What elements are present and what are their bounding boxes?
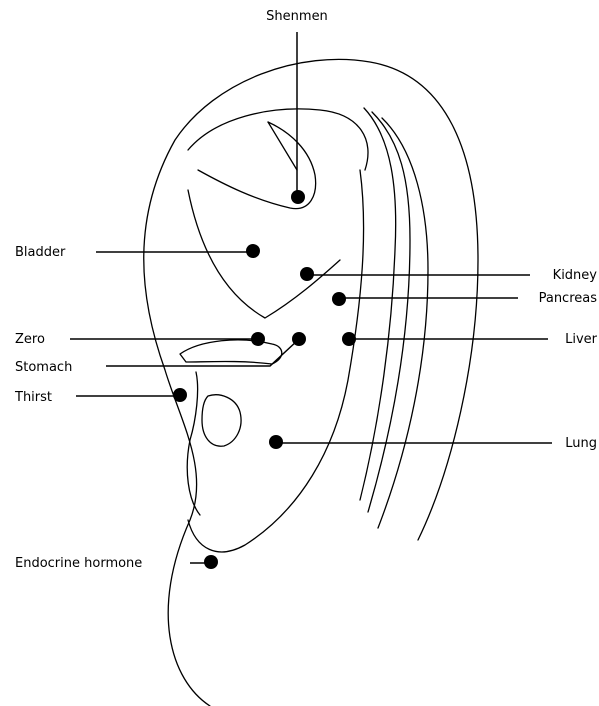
kidney-label: Kidney xyxy=(553,268,598,283)
endocrine-label: Endocrine hormone xyxy=(15,556,142,571)
antitragus xyxy=(187,372,200,515)
liver-label: Liver xyxy=(565,332,598,347)
stomach-label: Stomach xyxy=(15,360,72,375)
pancreas-point xyxy=(332,292,346,306)
shenmen-label: Shenmen xyxy=(266,9,328,24)
thirst-label: Thirst xyxy=(14,390,52,405)
antihelix xyxy=(188,190,340,318)
shenmen-point xyxy=(291,190,305,204)
lung-point xyxy=(269,435,283,449)
thirst-point xyxy=(173,388,187,402)
inner-helix-rim xyxy=(368,112,410,512)
kidney-point xyxy=(300,267,314,281)
bladder-point xyxy=(246,244,260,258)
zero-point xyxy=(251,332,265,346)
superior-crus xyxy=(268,122,297,170)
bladder-label: Bladder xyxy=(15,245,66,260)
lung-label: Lung xyxy=(565,436,597,451)
helix-outline xyxy=(144,59,478,706)
stomach-point xyxy=(292,332,306,346)
zero-label: Zero xyxy=(15,332,45,347)
ear-outline xyxy=(144,59,478,706)
tragus xyxy=(202,395,241,446)
inner-helix-rim-2 xyxy=(378,118,428,528)
pancreas-label: Pancreas xyxy=(539,291,598,306)
endocrine-point xyxy=(204,555,218,569)
liver-point xyxy=(342,332,356,346)
acupoints: Shenmen Bladder Kidney Pancreas Zero Sto… xyxy=(14,9,598,571)
helix-crus xyxy=(180,340,282,364)
